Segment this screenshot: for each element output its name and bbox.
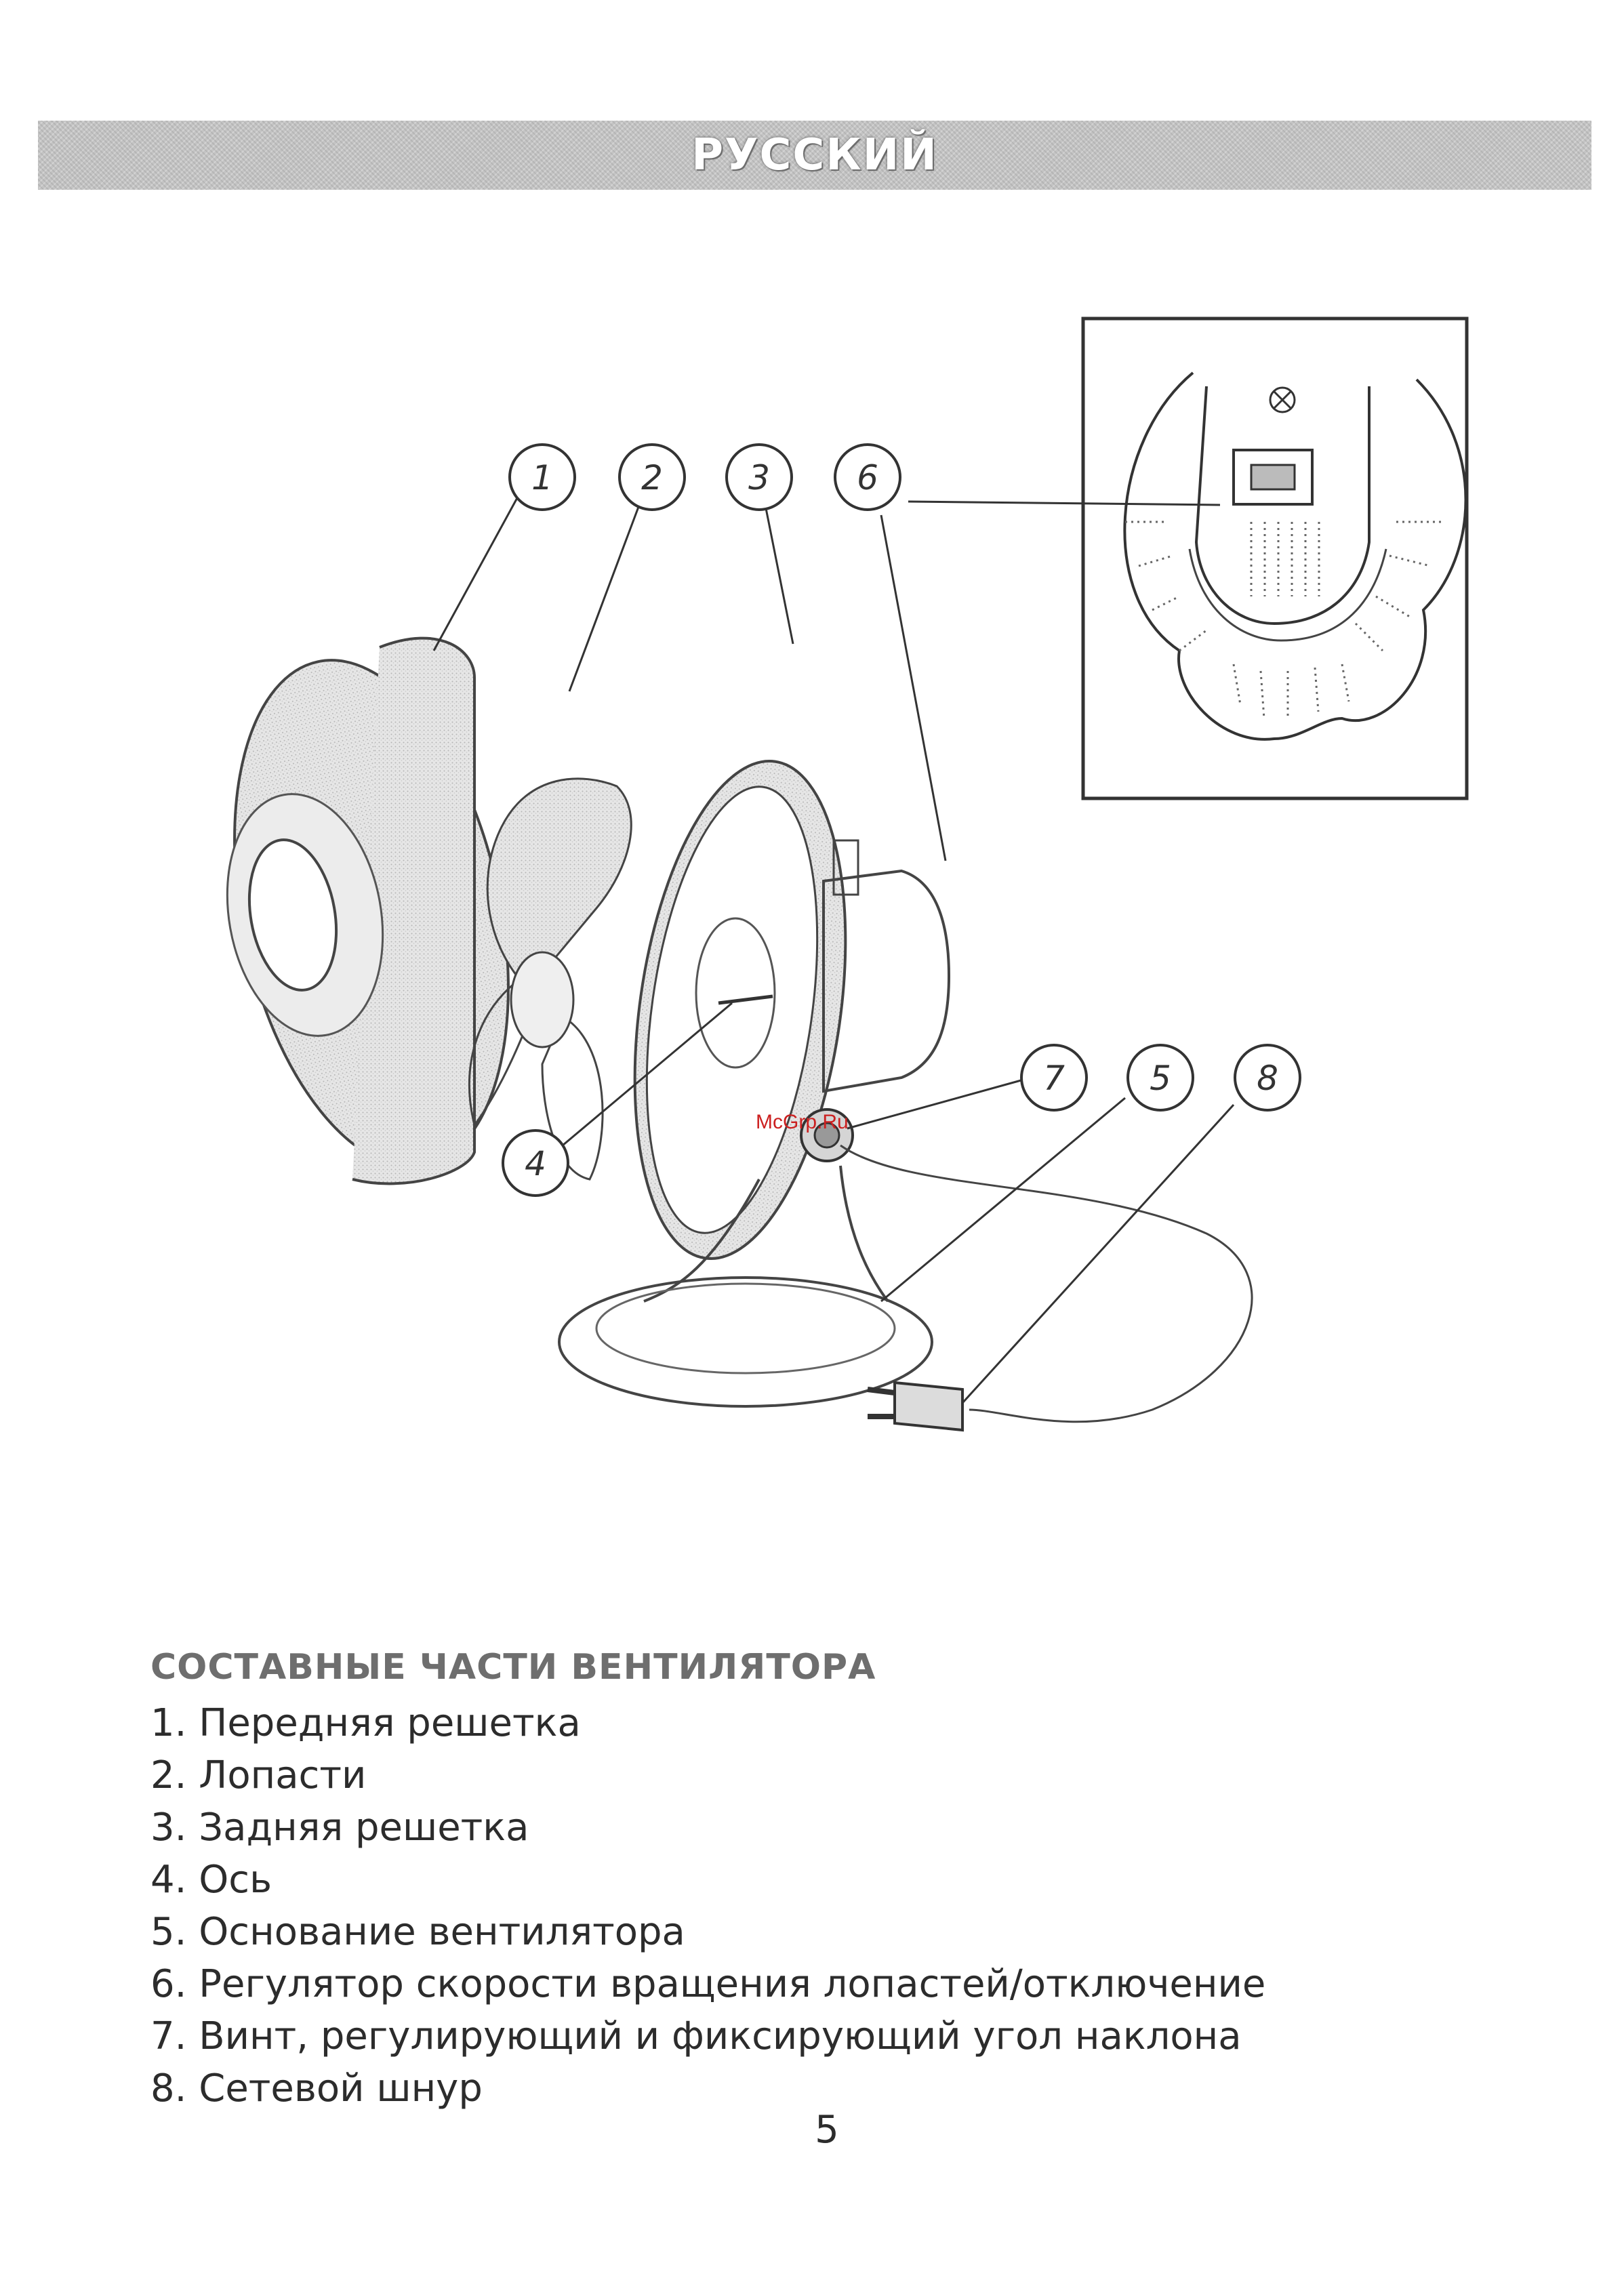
svg-text:6: 6 bbox=[857, 458, 878, 497]
part-item-axis: 4. Ось bbox=[150, 1854, 1506, 1906]
part-item-base: 5. Основание вентилятора bbox=[150, 1906, 1506, 1958]
svg-text:7: 7 bbox=[1043, 1059, 1065, 1098]
fan-parts-section: СОСТАВНЫЕ ЧАСТИ ВЕНТИЛЯТОРА 1. Передняя … bbox=[150, 1647, 1506, 2115]
language-title: РУССКИЙ bbox=[38, 121, 1591, 190]
svg-text:5: 5 bbox=[1150, 1059, 1171, 1098]
callout-3: 3 bbox=[727, 445, 792, 510]
rear-grille bbox=[606, 748, 874, 1272]
control-panel-inset bbox=[1083, 319, 1467, 798]
parts-list: 1. Передняя решетка 2. Лопасти 3. Задняя… bbox=[150, 1697, 1506, 2115]
part-item-speed-switch: 6. Регулятор скорости вращения лопастей/… bbox=[150, 1958, 1506, 2010]
callout-4: 4 bbox=[503, 1130, 568, 1196]
page-number: 5 bbox=[800, 2108, 854, 2152]
callout-6: 6 bbox=[835, 445, 900, 510]
watermark-text: McGrp.Ru bbox=[756, 1111, 849, 1133]
callout-2: 2 bbox=[620, 445, 685, 510]
svg-text:2: 2 bbox=[641, 458, 663, 497]
language-header-bar: РУССКИЙ bbox=[38, 121, 1591, 190]
callout-8: 8 bbox=[1235, 1045, 1300, 1110]
power-cord bbox=[840, 1145, 1252, 1430]
part-item-tilt-screw: 7. Винт, регулирующий и фиксирующий угол… bbox=[150, 2010, 1506, 2062]
parts-heading: СОСТАВНЫЕ ЧАСТИ ВЕНТИЛЯТОРА bbox=[150, 1647, 1506, 1688]
callout-5: 5 bbox=[1128, 1045, 1193, 1110]
fan-exploded-diagram: 1 2 3 6 4 7 5 8 McGrp.Ru bbox=[0, 298, 1624, 1532]
part-item-power-cord: 8. Сетевой шнур bbox=[150, 2062, 1506, 2115]
part-item-rear-grille: 3. Задняя решетка bbox=[150, 1801, 1506, 1854]
svg-text:3: 3 bbox=[748, 458, 770, 497]
svg-text:1: 1 bbox=[531, 458, 553, 497]
svg-text:8: 8 bbox=[1257, 1059, 1278, 1098]
callout-1: 1 bbox=[510, 445, 575, 510]
svg-text:4: 4 bbox=[525, 1144, 546, 1183]
callout-7: 7 bbox=[1021, 1045, 1087, 1110]
part-item-front-grille: 1. Передняя решетка bbox=[150, 1697, 1506, 1749]
part-item-blades: 2. Лопасти bbox=[150, 1749, 1506, 1801]
